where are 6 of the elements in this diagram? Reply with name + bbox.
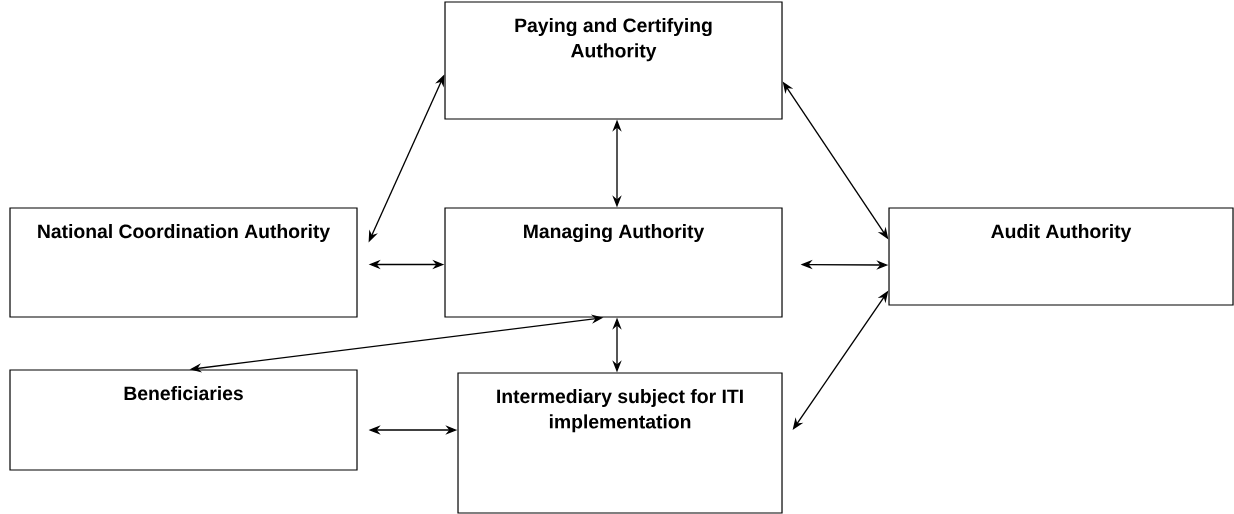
authority-box: Beneficiaries [9,369,358,471]
authority-box: Audit Authority [888,207,1234,306]
authority-box: Managing Authority [444,207,783,318]
authority-box: Intermediary subject for ITI implementation [457,372,783,514]
authority-box: National Coordination Authority [9,207,358,318]
authority-box: Paying and Certifying Authority [444,1,783,120]
